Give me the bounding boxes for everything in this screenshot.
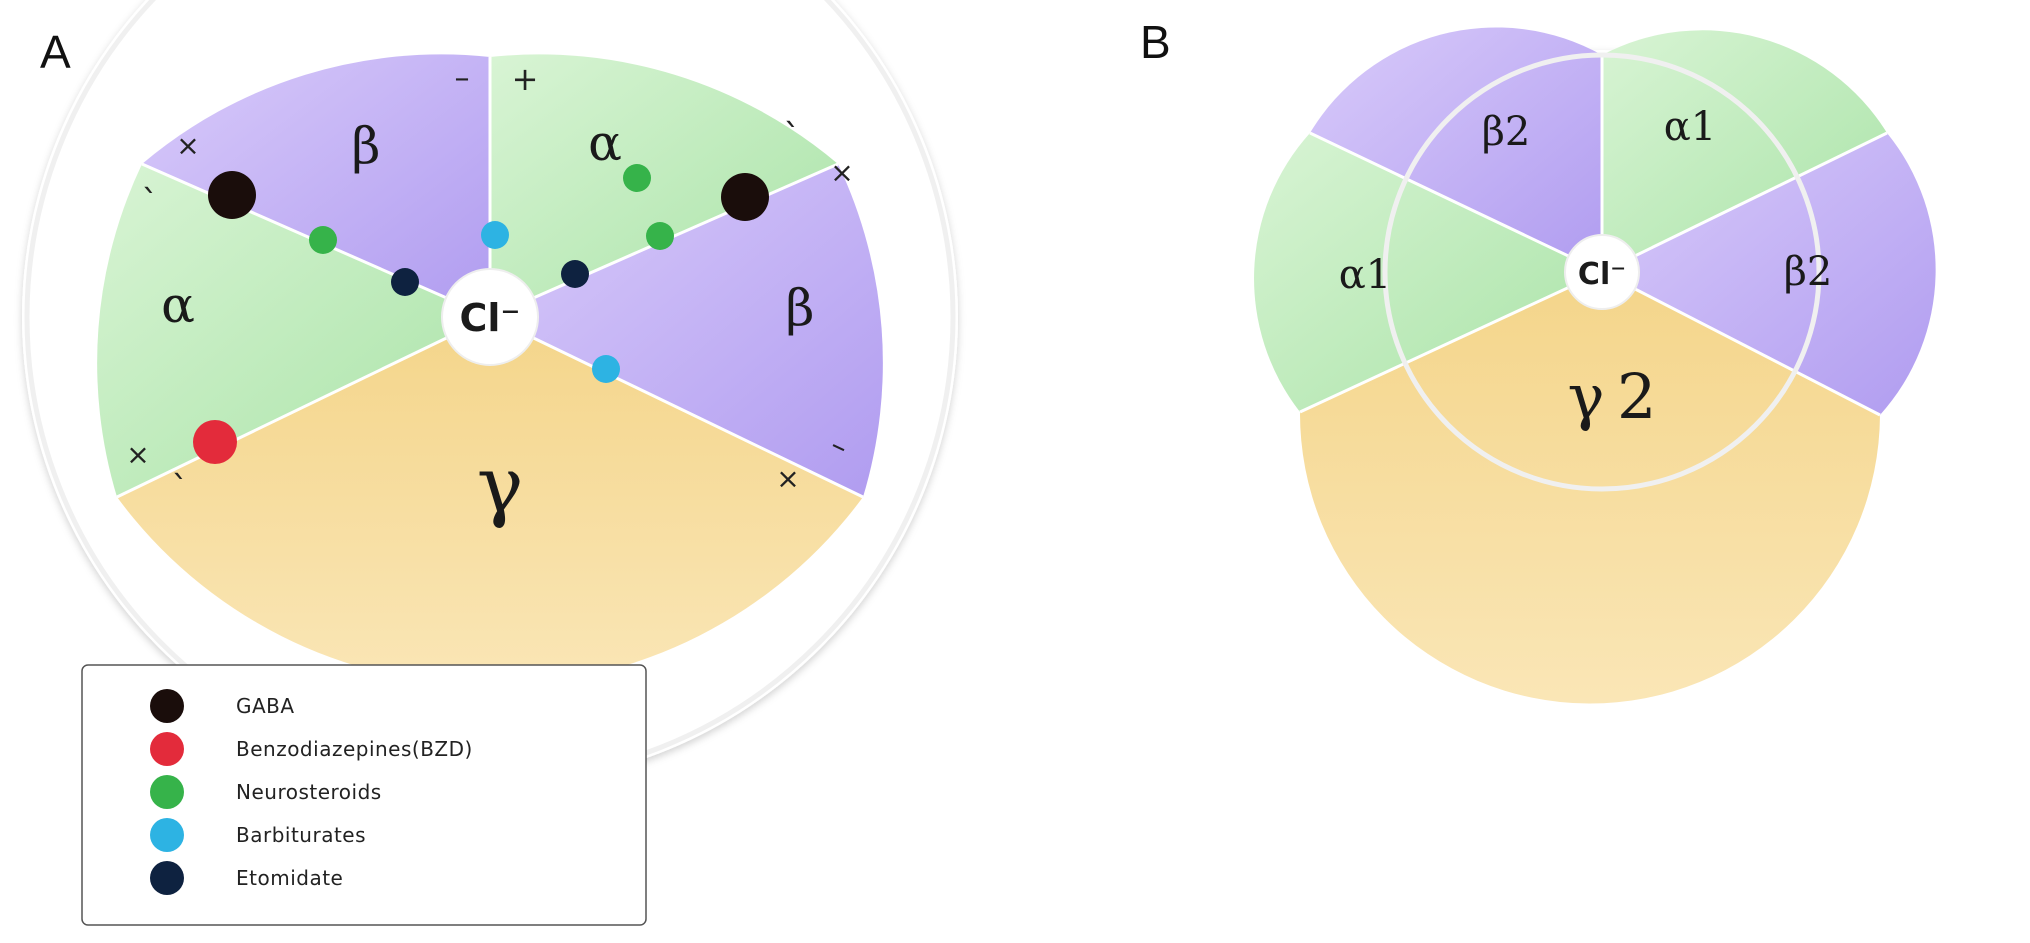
panel-a-subunit-beta-right [490, 164, 883, 497]
legend-item: GABA [150, 689, 295, 723]
legend-swatch-bzd [150, 732, 184, 766]
panel-b-chloride-label: Cl⁻ [1578, 257, 1626, 292]
panel-b-label-gamma2: γ 2 [1568, 360, 1657, 433]
legend-label-barbiturates: Barbiturates [236, 823, 366, 847]
legend-item: Etomidate [150, 861, 343, 895]
panel-b-subunit-beta2-right [1602, 133, 1936, 415]
legend-box [81, 664, 647, 926]
legend-label-bzd: Benzodiazepines(BZD) [236, 737, 473, 761]
panel-b-letter: B [1140, 16, 1171, 68]
interface-sign: ˋ [784, 117, 801, 157]
interface-sign: × [830, 156, 853, 189]
panel-b-chloride-pore [1564, 234, 1640, 310]
panel-b-label-alpha1-top: α1 [1664, 104, 1716, 150]
panel-b-subunit-alpha1-left [1254, 133, 1602, 412]
interface-sign: ˋ [172, 469, 189, 509]
panel-a-chloride-pore [441, 268, 539, 366]
etomidate-site [561, 260, 589, 288]
legend: GABA Benzodiazepines(BZD) Neurosteroids … [81, 664, 647, 926]
legend-swatch-neurosteroids [150, 775, 184, 809]
panel-b-label-beta2-top-left: β2 [1482, 109, 1531, 155]
interface-sign: ˎ [142, 154, 159, 194]
gaba-site [208, 171, 256, 219]
panel-b-subunit-alpha1-top [1602, 30, 1887, 272]
interface-sign: × [176, 129, 199, 162]
legend-swatch-gaba [150, 689, 184, 723]
panel-b-label-beta2-right: β2 [1784, 249, 1833, 295]
panel-a-subunit-alpha-left [97, 164, 490, 497]
panel-a-subunit-beta-top-left [142, 54, 490, 317]
interface-sign: + [512, 60, 539, 98]
panel-b-subunit-beta2-top-left [1310, 27, 1602, 273]
panel-a-subunit-alpha-top [490, 54, 838, 317]
neurosteroid-site [623, 164, 651, 192]
legend-label-etomidate: Etomidate [236, 866, 343, 890]
panel-a-label-alpha-left: α [161, 276, 195, 334]
interface-sign: × [126, 438, 149, 471]
panel-a-chloride-label: Cl⁻ [460, 296, 521, 340]
panel-a-subunit-gamma [117, 317, 863, 686]
panel-a-label-alpha-top: α [588, 114, 622, 172]
barbiturate-site [481, 221, 509, 249]
panel-a-label-beta-top-left: β [352, 117, 381, 175]
panel-a-label-beta-right: β [786, 279, 815, 337]
interface-sign: – [455, 61, 470, 96]
legend-swatch-etomidate [150, 861, 184, 895]
binding-sites [193, 164, 769, 464]
panel-b-label-alpha1-left: α1 [1339, 252, 1391, 298]
legend-label-neurosteroids: Neurosteroids [236, 780, 382, 804]
neurosteroid-site [309, 226, 337, 254]
etomidate-site [391, 268, 419, 296]
legend-label-gaba: GABA [236, 694, 295, 718]
benzodiazepine-site [193, 420, 237, 464]
legend-item: Benzodiazepines(BZD) [150, 732, 473, 766]
panel-a-label-gamma: γ [477, 441, 524, 531]
neurosteroid-site [646, 222, 674, 250]
legend-swatch-barbiturates [150, 818, 184, 852]
panel-a-letter: A [40, 26, 71, 78]
gaba-site [721, 173, 769, 221]
legend-item: Barbiturates [150, 818, 366, 852]
legend-item: Neurosteroids [150, 775, 382, 809]
interface-sign: × [776, 462, 799, 495]
barbiturate-site [592, 355, 620, 383]
